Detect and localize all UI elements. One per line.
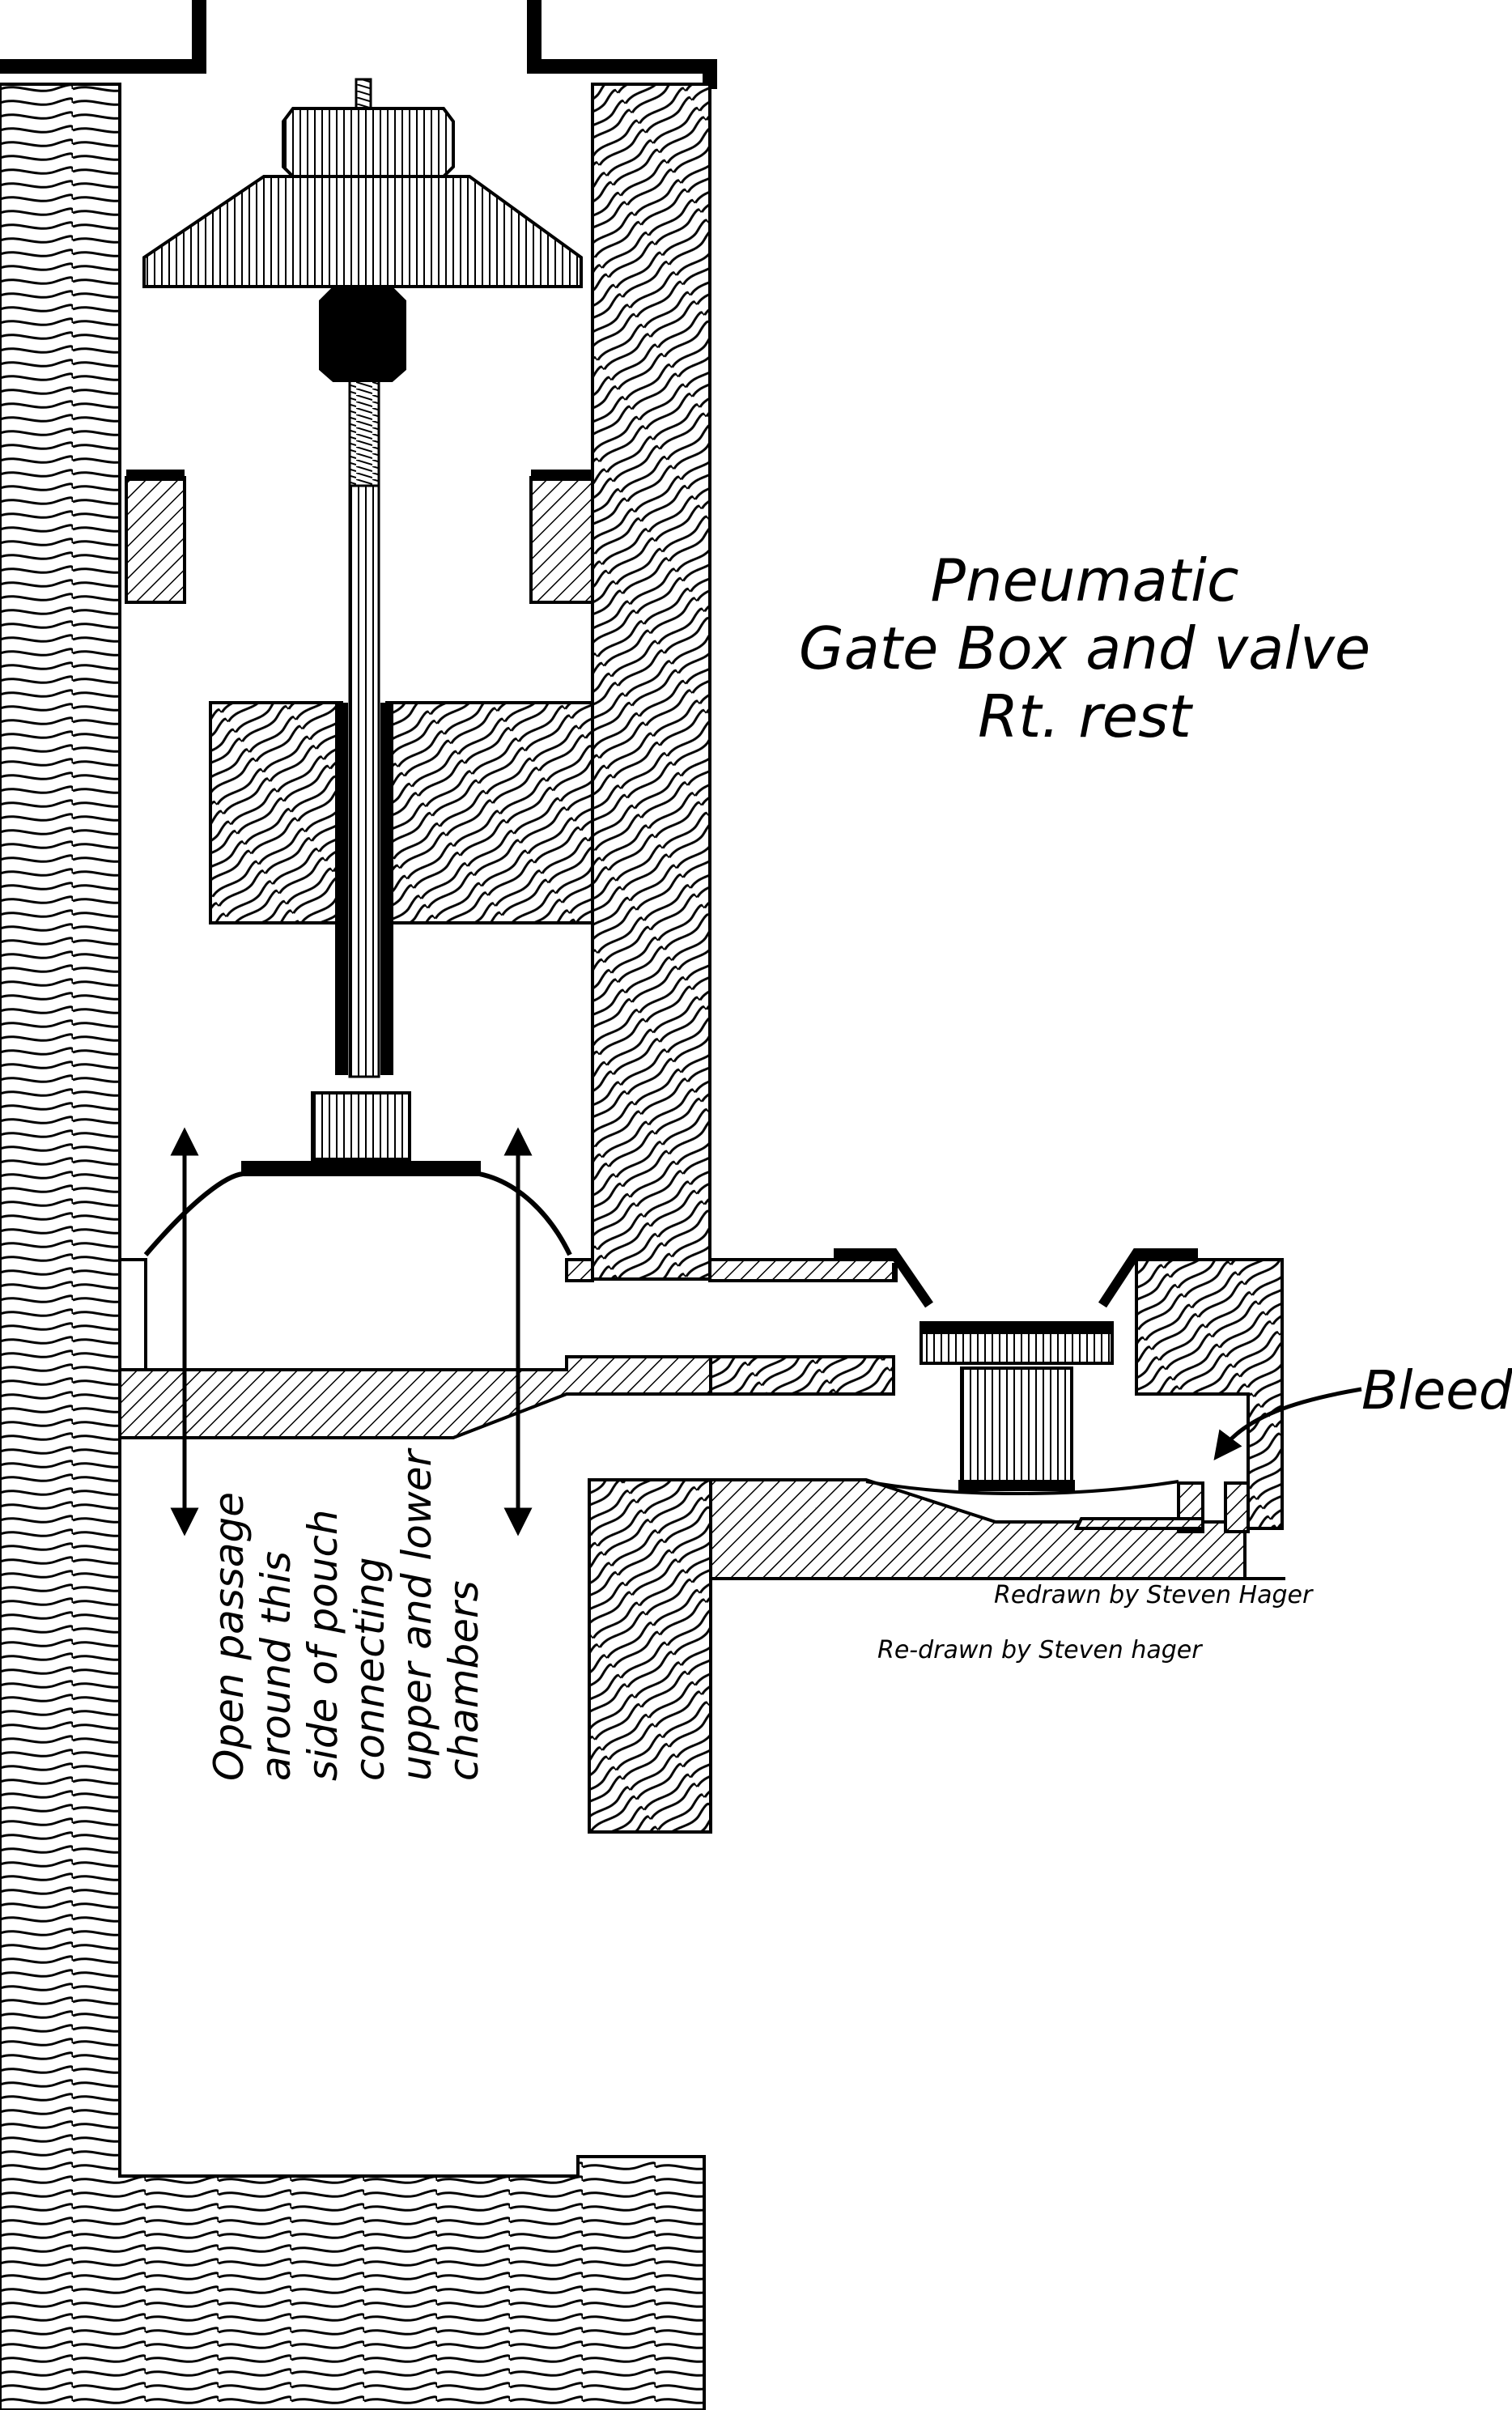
- lower-right-wall: [588, 1478, 712, 1834]
- passage-label: Open passage around this side of pouch c…: [206, 1447, 487, 1781]
- passage-label-line-2: around this: [253, 1551, 299, 1781]
- credit-2: Re-drawn by Steven hager: [877, 1636, 1203, 1664]
- bleed-label: Bleed: [1361, 1359, 1512, 1422]
- top-outline: [0, 0, 717, 89]
- right-guide-block: [529, 476, 594, 604]
- top-valve: [142, 107, 583, 382]
- right-center-block: [385, 701, 594, 924]
- left-center-block: [209, 701, 343, 924]
- valve-cone: [142, 175, 583, 288]
- valve-block: [1135, 1258, 1284, 1530]
- bleed-post-right: [1224, 1481, 1250, 1533]
- valve-seat-plate: [1073, 1517, 1204, 1530]
- black-caps: [126, 470, 592, 1075]
- passage-label-line-4: connecting: [346, 1557, 393, 1781]
- valve-rod: [348, 78, 380, 1078]
- upper-channel-strip: [708, 1258, 898, 1282]
- title-line-3: Rt. rest: [978, 682, 1193, 750]
- credit-1: Redrawn by Steven Hager: [994, 1581, 1314, 1609]
- title-line-2: Gate Box and valve: [799, 614, 1370, 682]
- pouch-membrane: [143, 1171, 572, 1256]
- right-inner-wall: [591, 83, 711, 1281]
- pouch-nut: [311, 1091, 411, 1161]
- passage-label-line-1: Open passage: [206, 1492, 253, 1781]
- left-wall: [0, 83, 706, 2410]
- passage-arrows: [170, 1127, 1362, 1537]
- passage-label-line-3: side of pouch: [299, 1509, 346, 1781]
- valve-seat-lines: [834, 1248, 1198, 1308]
- pouch-assembly: [120, 1091, 594, 1370]
- valve-poppet: [865, 1263, 1179, 1495]
- left-guide-block: [125, 476, 186, 604]
- box-walls: [0, 83, 1285, 2410]
- top-nut: [282, 107, 455, 178]
- black-leather-disc: [319, 287, 406, 382]
- passage-label-line-5: upper and lower: [393, 1447, 440, 1781]
- passage-label-line-6: chambers: [440, 1580, 487, 1781]
- channel-floor-center: [709, 1355, 895, 1396]
- title-line-1: Pneumatic: [930, 546, 1238, 614]
